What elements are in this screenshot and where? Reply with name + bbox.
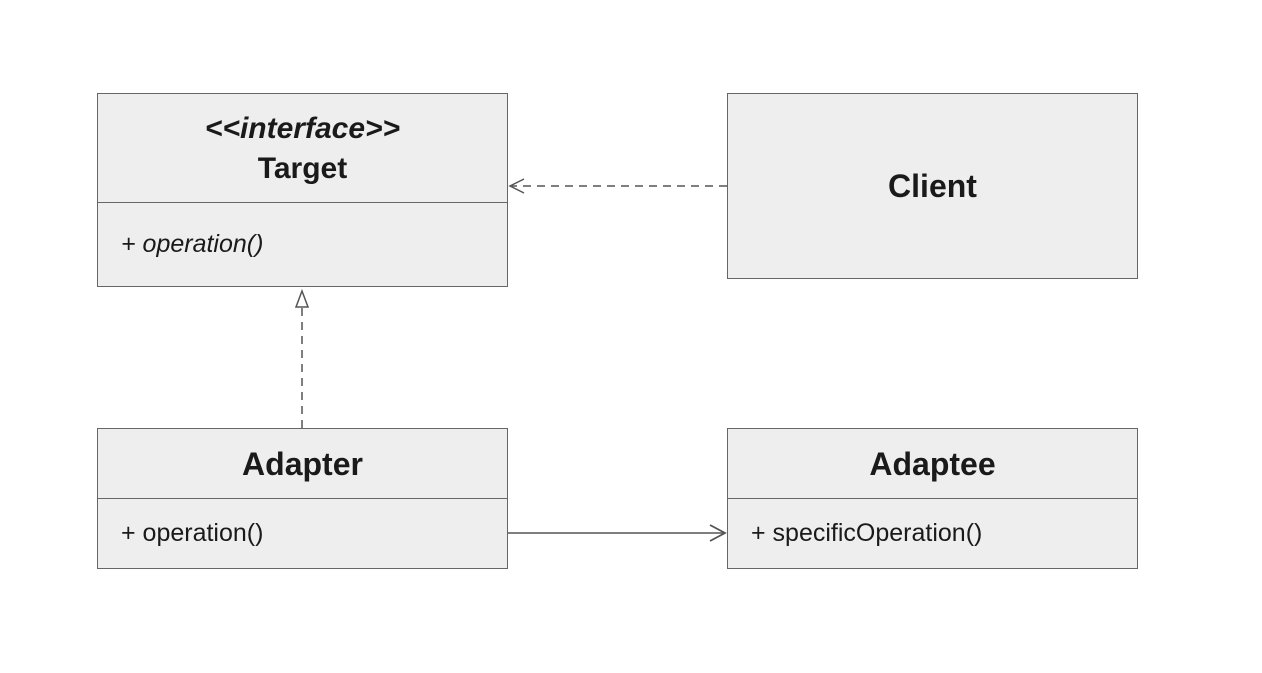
class-adapter-operations: + operation() — [98, 499, 507, 568]
association-adapter-to-adaptee — [508, 524, 727, 542]
class-target-header: <<interface>> Target — [98, 94, 507, 202]
dependency-client-to-target — [508, 178, 727, 194]
class-adaptee-operations: + specificOperation() — [728, 499, 1137, 568]
class-client[interactable]: Client — [727, 93, 1138, 279]
operation-member: + operation() — [121, 519, 264, 547]
open-arrowhead-icon — [508, 178, 525, 194]
class-adaptee-header: Adaptee — [728, 429, 1137, 498]
class-target-operations: + operation() — [98, 203, 507, 286]
class-client-header: Client — [728, 94, 1137, 278]
compartment-divider — [728, 498, 1137, 499]
class-name: Adaptee — [869, 445, 996, 482]
compartment-divider — [98, 498, 507, 499]
open-arrowhead-icon — [709, 524, 727, 542]
compartment-divider — [98, 202, 507, 203]
class-adapter-header: Adapter — [98, 429, 507, 498]
class-name: Client — [888, 168, 977, 204]
stereotype-label: <<interface>> — [204, 112, 401, 145]
realization-adapter-to-target — [294, 288, 310, 428]
class-adaptee[interactable]: Adaptee + specificOperation() — [727, 428, 1138, 569]
class-name: Adapter — [242, 445, 363, 482]
operation-member: + specificOperation() — [751, 519, 983, 547]
operation-member: + operation() — [121, 230, 264, 258]
class-target[interactable]: <<interface>> Target + operation() — [97, 93, 508, 287]
hollow-triangle-icon — [294, 288, 310, 308]
class-name: Target — [257, 152, 348, 185]
class-adapter[interactable]: Adapter + operation() — [97, 428, 508, 569]
